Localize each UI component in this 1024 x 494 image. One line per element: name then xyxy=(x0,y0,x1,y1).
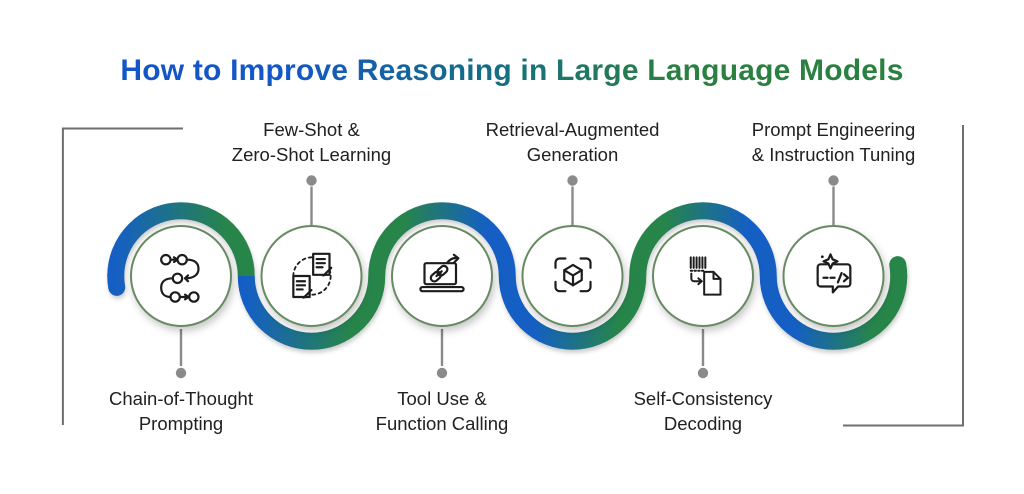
laptop-link-icon xyxy=(414,248,470,304)
documents-exchange-icon xyxy=(284,248,340,304)
connector-dot-5 xyxy=(697,367,709,379)
node-circle-5 xyxy=(652,225,754,327)
node-circle-2 xyxy=(260,225,363,327)
node-label: Prompt Engineering & Instruction Tuning xyxy=(751,119,916,165)
connector-dot-4 xyxy=(567,175,578,186)
ribbon-arc-3 xyxy=(368,202,516,277)
chat-code-sparkle-icon xyxy=(806,248,862,304)
node-label: Chain-of-Thought Prompting xyxy=(109,388,253,434)
node-label: Tool Use & Function Calling xyxy=(375,388,509,434)
page-title: How to Improve Reasoning in Large Langua… xyxy=(0,54,1024,88)
ribbon-arc-4 xyxy=(498,275,647,350)
left-corner-bracket xyxy=(61,127,183,425)
ribbon-start-cap xyxy=(107,267,126,296)
flow-path-icon xyxy=(153,248,209,304)
right-corner-bracket xyxy=(843,125,964,427)
node-label: Few-Shot & Zero-Shot Learning xyxy=(231,119,392,165)
ribbon-arc-5 xyxy=(629,202,777,277)
connector-dot-1 xyxy=(175,367,187,379)
ribbon-arc-6 xyxy=(759,275,908,350)
ribbon-arc-2 xyxy=(237,275,386,350)
connector-dot-3 xyxy=(436,367,448,379)
node-label: Retrieval-Augmented Generation xyxy=(485,119,660,165)
barcode-document-icon xyxy=(675,248,731,304)
ribbon-arc-1 xyxy=(107,202,255,277)
cube-scan-icon xyxy=(545,248,601,304)
ribbon-end-cap xyxy=(889,256,908,285)
node-label: Self-Consistency Decoding xyxy=(633,388,773,434)
connector-dot-6 xyxy=(828,175,839,186)
connector-dot-2 xyxy=(306,175,317,186)
